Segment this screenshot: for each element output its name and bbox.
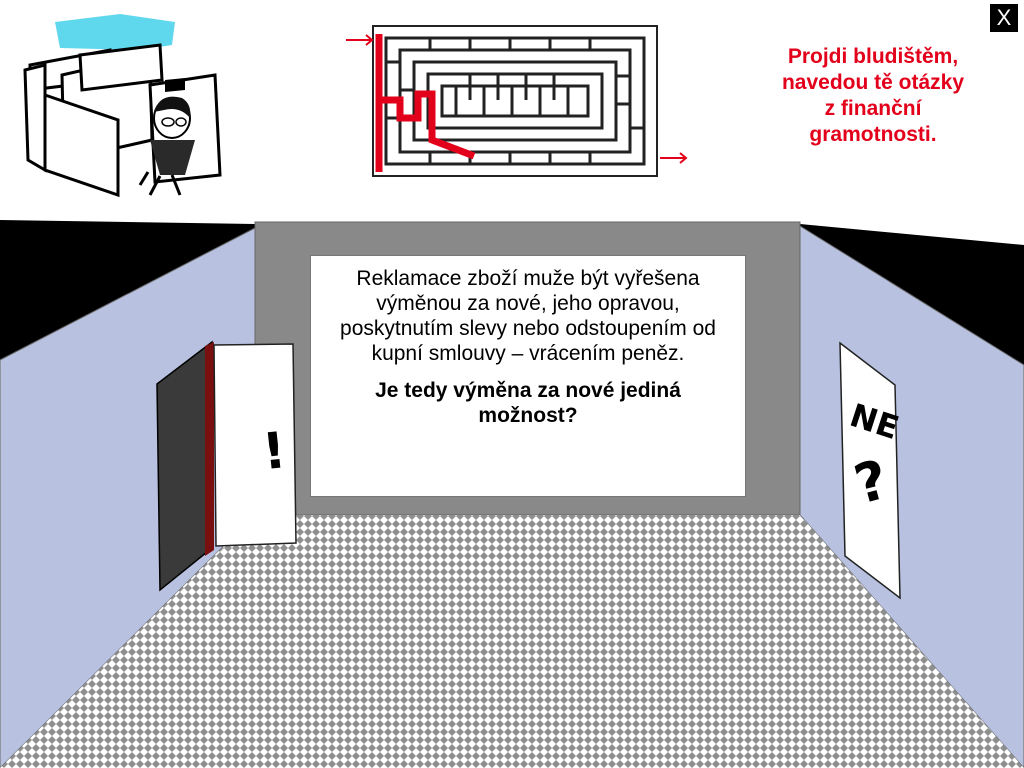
instructions-line: z finanční [824, 97, 922, 120]
question-card: Reklamace zboží muže být vyřešena výměno… [310, 255, 746, 497]
instructions-line: gramotnosti. [809, 123, 937, 146]
businesswoman-character [138, 96, 195, 196]
question-prompt: Je tedy výměna za nové jediná možnost? [375, 379, 681, 427]
maze-map [346, 25, 688, 177]
door-left[interactable]: ! [156, 340, 297, 592]
question-statement: Reklamace zboží muže být vyřešena výměno… [340, 267, 716, 365]
close-button[interactable]: X [990, 4, 1018, 32]
instructions-line: Projdi bludištěm, [787, 45, 959, 68]
door-right[interactable]: NE ? [839, 341, 903, 600]
instructions-text: Projdi bludištěm, navedou tě otázky z fi… [748, 44, 998, 148]
maze-walls-illustration [23, 14, 222, 198]
instructions-line: navedou tě otázky [781, 71, 965, 94]
